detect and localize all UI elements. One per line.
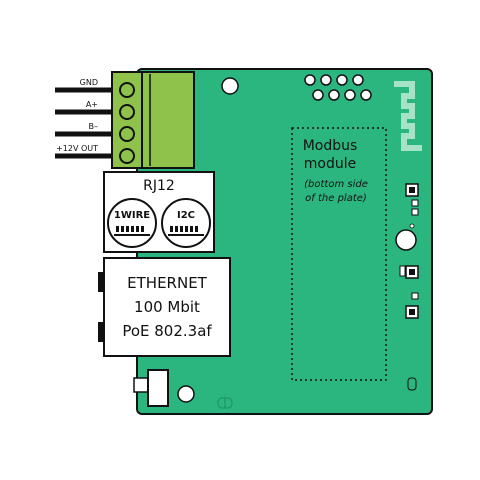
jack-i2c [161, 198, 211, 248]
jack-1wire-pins [114, 226, 150, 236]
small-hole [409, 223, 415, 229]
screw-2 [119, 104, 135, 120]
bottom-connector [133, 369, 169, 407]
ethernet-connector: ETHERNET 100 Mbit PoE 802.3af [98, 257, 231, 357]
ethernet-clip-bottom [98, 322, 104, 342]
screw-3 [119, 126, 135, 142]
pin-label-gnd: GND [80, 78, 98, 87]
modbus-module-outline [291, 127, 387, 381]
smd-pad-2 [411, 199, 419, 207]
pin-label-b-minus: B– [89, 122, 99, 131]
ethernet-line-2: 100 Mbit [134, 298, 200, 316]
rj12-connector: RJ12 1WIRE I2C [103, 171, 215, 253]
silkscreen-mark [217, 397, 233, 409]
pin-header-top [304, 74, 372, 101]
ethernet-line-1: ETHERNET [127, 274, 208, 292]
smd-pad-8 [407, 377, 417, 391]
modbus-note-1: (bottom side [304, 179, 368, 190]
modbus-title-2: module [304, 156, 356, 172]
mounting-hole-right [395, 229, 417, 251]
ethernet-line-3: PoE 802.3af [122, 322, 212, 340]
ethernet-clip-top [98, 272, 104, 292]
mounting-hole-bottom [177, 385, 195, 403]
terminal-block [111, 71, 195, 169]
jack-1wire [107, 198, 157, 248]
pin-label-12v-out: +12V OUT [56, 144, 98, 153]
antenna-trace [394, 81, 422, 151]
modbus-title-1: Modbus [303, 138, 358, 154]
screw-1 [119, 82, 135, 98]
pin-label-a-plus: A+ [86, 100, 98, 109]
jack-i2c-label: I2C [177, 210, 195, 221]
jack-i2c-pins [168, 226, 204, 236]
modbus-note-2: of the plate) [305, 193, 367, 204]
rj12-title: RJ12 [143, 178, 175, 194]
mounting-hole-top [221, 77, 239, 95]
smd-pad-3 [411, 208, 419, 216]
smd-pad-6 [411, 292, 419, 300]
screw-4 [119, 148, 135, 164]
terminal-wires [55, 87, 112, 159]
jack-1wire-label: 1WIRE [114, 210, 150, 221]
right-components [399, 183, 419, 391]
smd-pad-5 [399, 265, 406, 277]
